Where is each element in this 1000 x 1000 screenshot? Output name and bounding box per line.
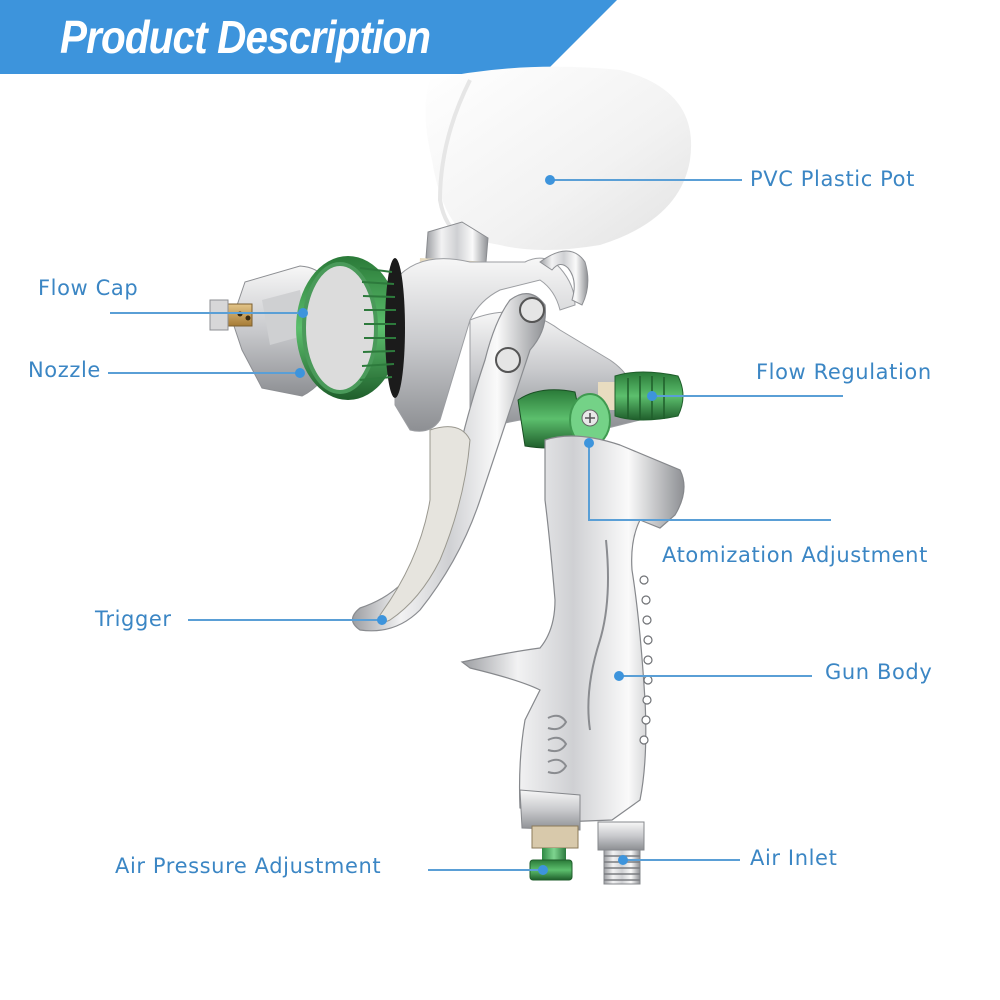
label-air-inlet: Air Inlet [750,846,838,870]
trigger [351,293,547,632]
page-title: Product Description [60,11,431,63]
label-nozzle: Nozzle [28,358,101,382]
green-retaining-ring [296,256,405,400]
gun-handle [460,435,685,831]
label-flow-regulation: Flow Regulation [756,360,932,384]
pvc-pot [425,66,692,251]
label-pvc-plastic-pot: PVC Plastic Pot [750,167,915,191]
label-flow-cap: Flow Cap [38,276,139,300]
label-air-pressure-adjustment: Air Pressure Adjustment [115,854,382,878]
air-inlet-fitting [597,821,645,885]
banner-background [0,0,617,74]
air-pressure-valve [529,825,579,881]
header-banner: Product Description [0,0,620,75]
label-gun-body: Gun Body [825,660,933,684]
label-trigger: Trigger [95,607,172,631]
label-atomization-adjustment: Atomization Adjustment [662,543,928,567]
